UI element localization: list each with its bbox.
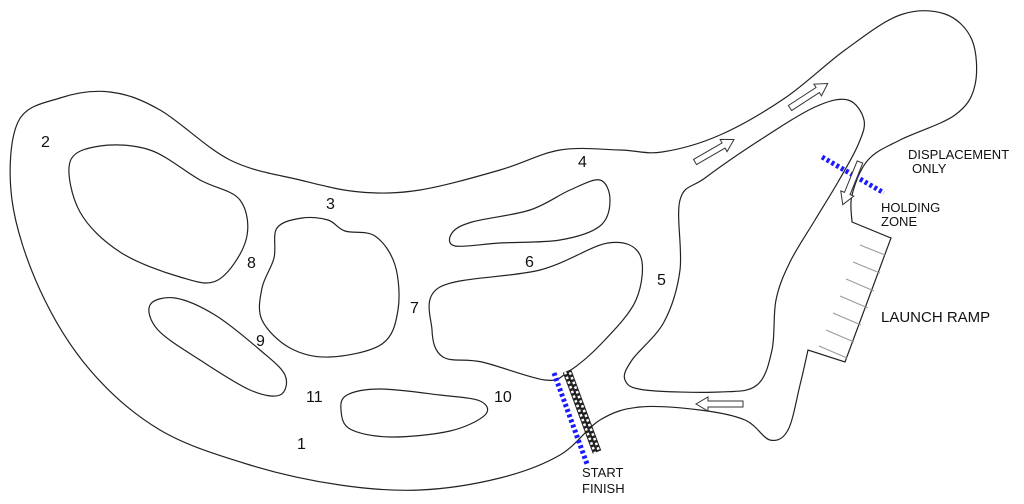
launch-ramp-label: LAUNCH RAMP	[881, 309, 991, 326]
finish-line-checkered	[562, 369, 602, 454]
turn-1-label: 1	[297, 436, 306, 453]
direction-arrow-icon	[695, 396, 744, 412]
turn-9-label: 9	[256, 333, 265, 350]
track-outer-boundary	[9, 10, 978, 491]
turn-8-label: 8	[247, 255, 256, 272]
island-center	[258, 216, 400, 358]
holding-zone-label: ZONE	[881, 214, 918, 229]
turn-3-label: 3	[326, 196, 335, 213]
island-turn-6	[428, 241, 644, 381]
finish-label: FINISH	[582, 481, 625, 496]
holding-label: HOLDING	[881, 200, 941, 215]
turn-10-label: 10	[494, 389, 512, 406]
direction-arrow-icon	[692, 138, 735, 166]
island-turn-4	[448, 179, 611, 247]
launch-ramp	[818, 244, 886, 359]
turn-5-label: 5	[657, 272, 666, 289]
direction-arrow-icon	[787, 82, 829, 112]
island-left	[68, 144, 249, 284]
turn-6-label: 6	[525, 254, 534, 271]
turn-2-label: 2	[41, 134, 50, 151]
displacement-label: DISPLACEMENT	[908, 147, 1010, 162]
turn-7-label: 7	[410, 300, 419, 317]
island-turn-9	[148, 297, 288, 397]
turn-4-label: 4	[578, 154, 587, 171]
track-inner-right-boundary	[623, 98, 865, 393]
start-label: START	[582, 465, 624, 480]
turn-11-label: 11	[306, 389, 323, 406]
direction-arrow-icon	[840, 160, 864, 206]
displacement-only-label: ONLY	[912, 161, 947, 176]
island-turn-10	[340, 388, 489, 438]
